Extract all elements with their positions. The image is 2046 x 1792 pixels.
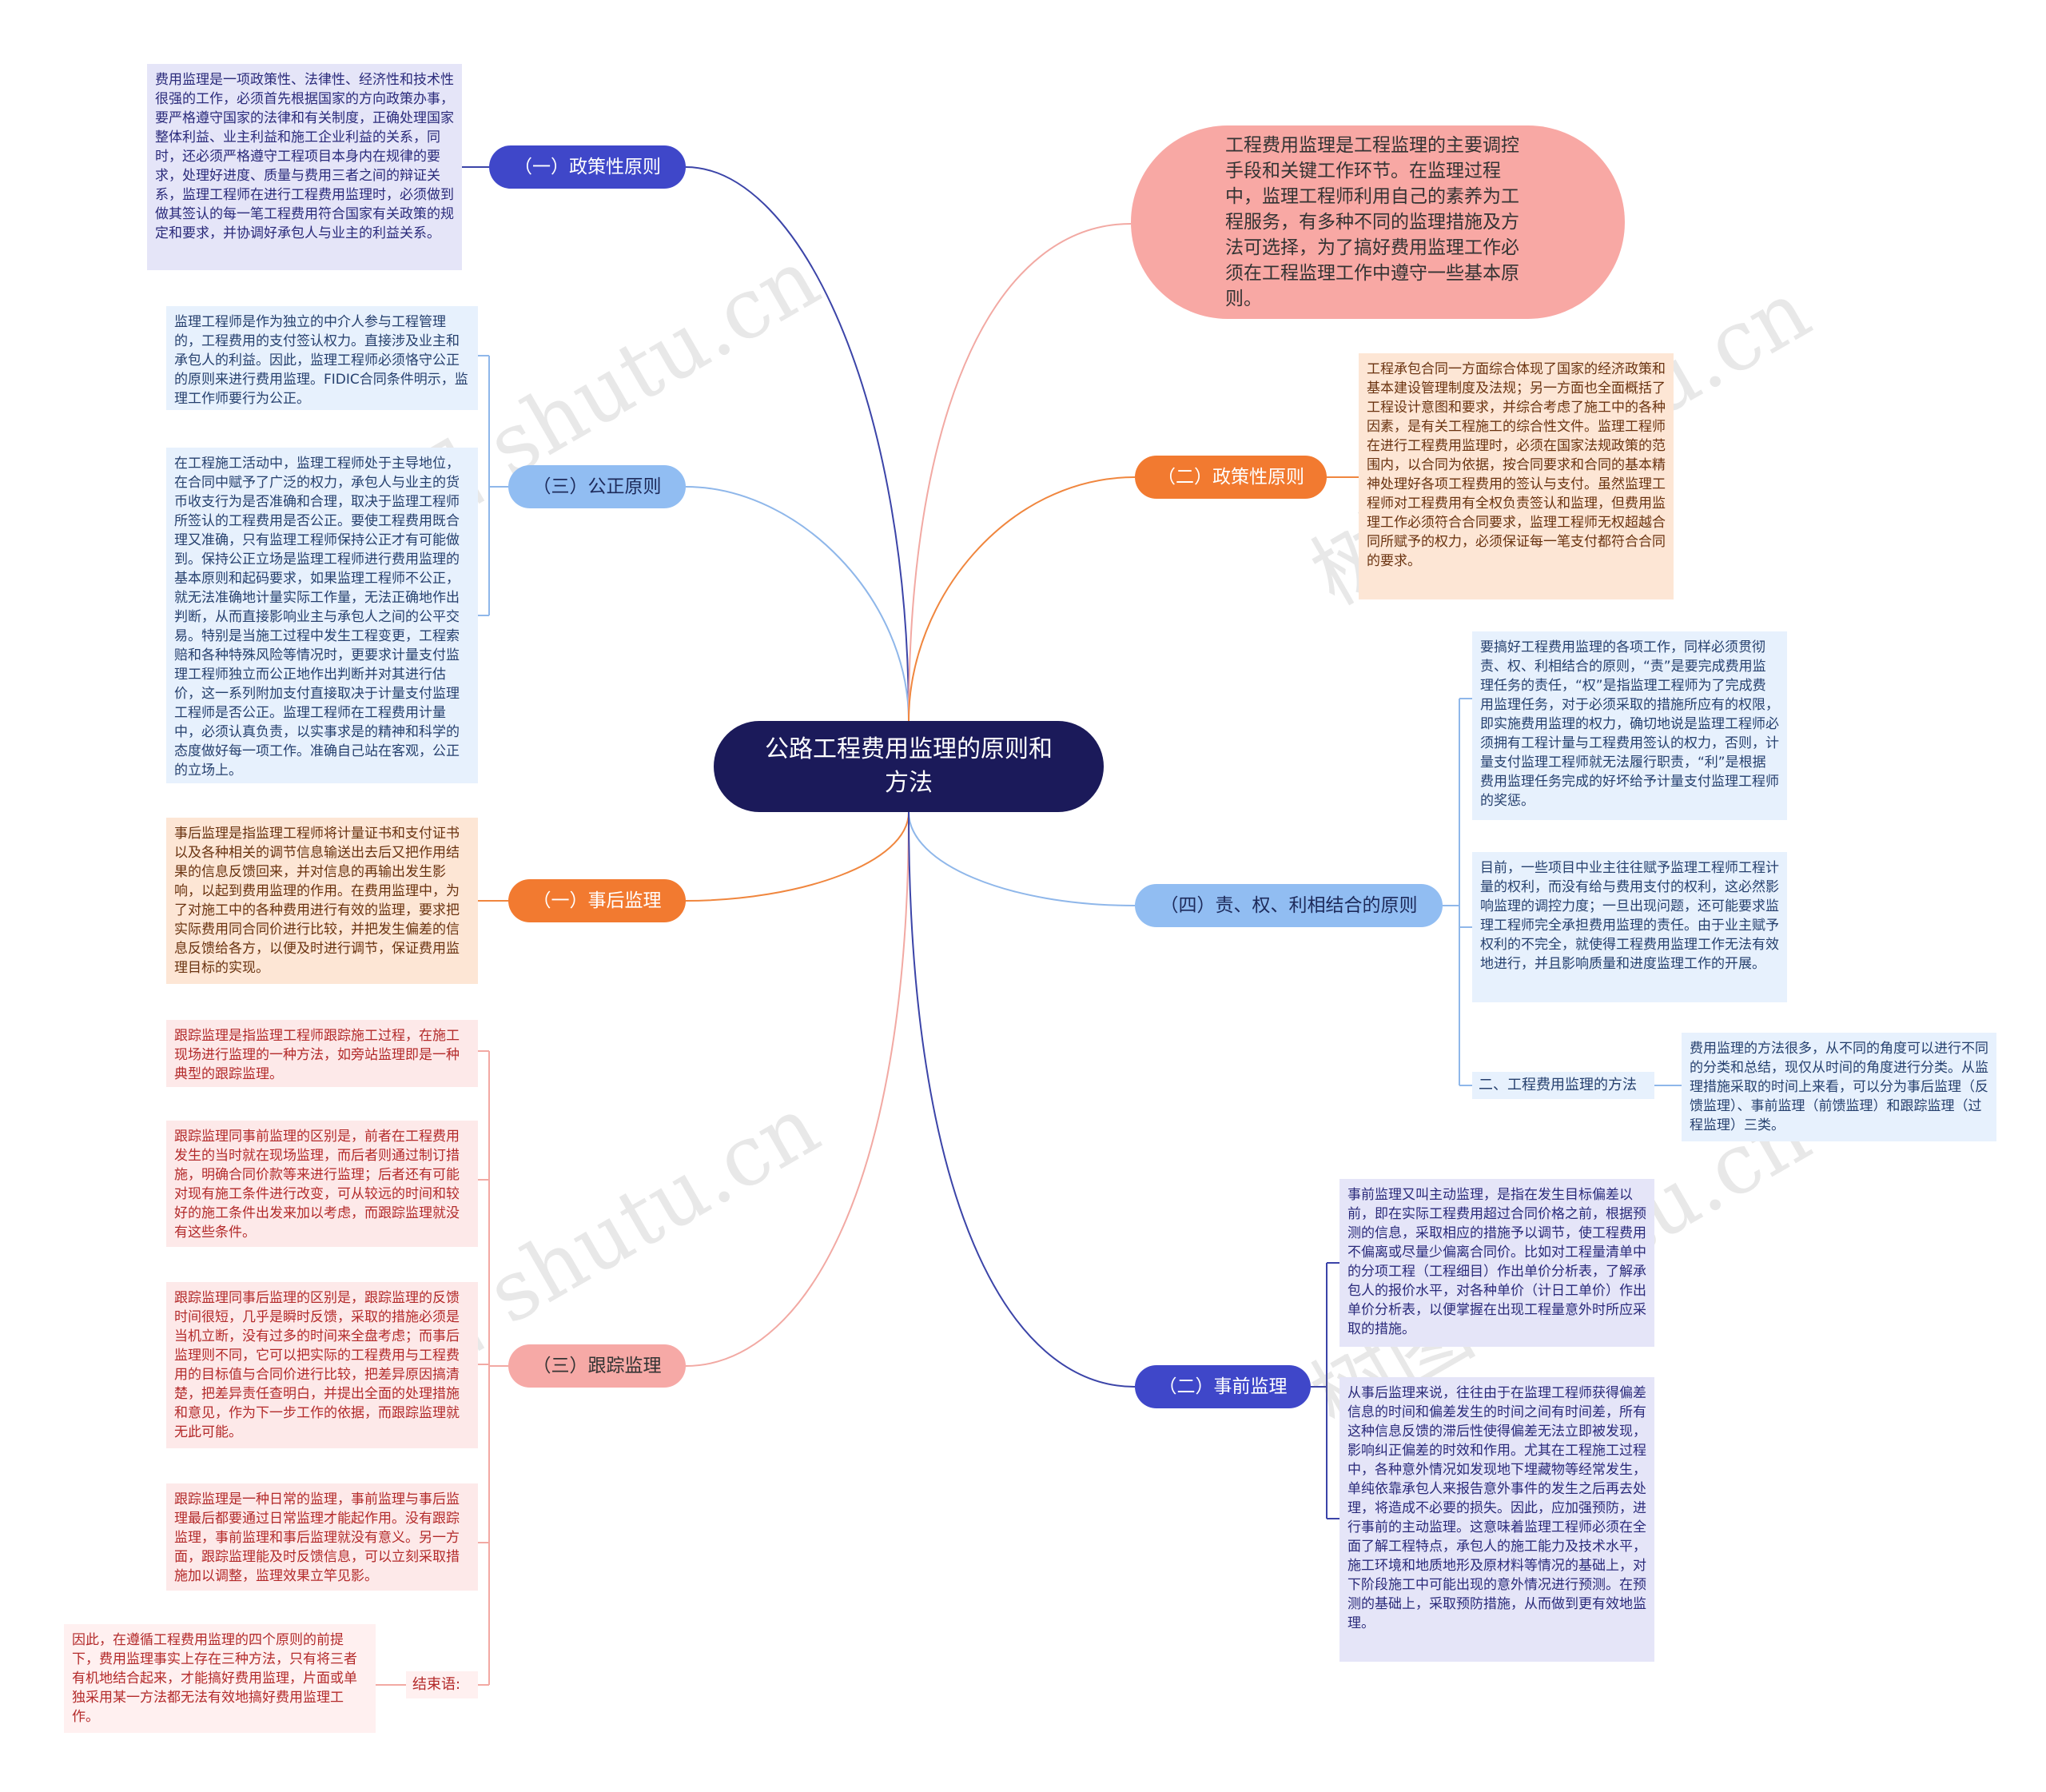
- link-fair-texts: [478, 355, 509, 616]
- central-topic-label: 公路工程费用监理的原则和方法: [765, 735, 1053, 797]
- central-topic[interactable]: 公路工程费用监理的原则和方法: [714, 721, 1104, 812]
- link-rights: [908, 811, 1136, 906]
- conclusion-text: 因此，在遵循工程费用监理的四个原则的前提下，费用监理事实上存在三种方法，只有将三…: [64, 1624, 376, 1733]
- method-text: 费用监理的方法很多，从不同的角度可以进行不同的分类和总结，现仅从时间的角度进行分…: [1682, 1033, 1996, 1141]
- link-policy2: [908, 476, 1136, 722]
- link-before: [908, 811, 1136, 1388]
- after-supervision-text: 事后监理是指监理工程师将计量证书和支付证书以及各种相关的调节信息输送出去后又把作…: [166, 818, 478, 984]
- intro-text: 工程费用监理是工程监理的主要调控手段和关键工作环节。在监理过程中，监理工程师利用…: [1225, 135, 1519, 309]
- before-supervision-text-1: 事前监理又叫主动监理，是指在发生目标偏差以前，即在实际工程费用超过合同价格之前，…: [1339, 1179, 1654, 1347]
- branch-tracking-supervision[interactable]: （三）跟踪监理: [508, 1344, 686, 1388]
- link-fair: [685, 486, 910, 722]
- policy-principle-text: 费用监理是一项政策性、法律性、经济性和技术性很强的工作，必须首先根据国家的方向政…: [147, 64, 462, 270]
- tracking-text-1: 跟踪监理是指监理工程师跟踪施工过程，在施工现场进行监理的一种方法，如旁站监理即是…: [166, 1020, 478, 1087]
- intro-bubble[interactable]: 工程费用监理是工程监理的主要调控手段和关键工作环节。在监理过程中，监理工程师利用…: [1131, 125, 1625, 319]
- branch-after-supervision[interactable]: （一）事后监理: [508, 879, 686, 922]
- branch-policy-principle-2[interactable]: （二）政策性原则: [1135, 456, 1327, 499]
- conclusion-label[interactable]: 结束语:: [406, 1671, 478, 1698]
- link-policy: [685, 166, 910, 722]
- before-supervision-text-2: 从事后监理来说，往往由于在监理工程师获得偏差信息的时间和偏差发生的时间之间有时间…: [1339, 1377, 1654, 1662]
- branch-policy-principle[interactable]: （一）政策性原则: [489, 145, 686, 189]
- rights-text-1: 要搞好工程费用监理的各项工作，同样必须贯彻责、权、利相结合的原则，“责”是要完成…: [1472, 631, 1787, 820]
- link-intro: [908, 223, 1132, 722]
- tracking-text-2: 跟踪监理同事前监理的区别是，前者在工程费用发生的当时就在现场监理，而后者则通过制…: [166, 1121, 478, 1247]
- fairness-text-2: 在工程施工活动中，监理工程师处于主导地位，在合同中赋予了广泛的权力，承包人与业主…: [166, 448, 478, 783]
- link-track: [685, 811, 910, 1367]
- branch-rights-principle[interactable]: （四）责、权、利相结合的原则: [1135, 884, 1443, 927]
- branch-fairness-principle[interactable]: （三）公正原则: [508, 465, 686, 508]
- method-label[interactable]: 二、工程费用监理的方法: [1472, 1072, 1654, 1099]
- link-track-texts: [478, 1050, 508, 1686]
- link-after: [685, 811, 910, 902]
- rights-text-2: 目前，一些项目中业主往往赋予监理工程师工程计量的权利，而没有给与费用支付的权利，…: [1472, 852, 1787, 1002]
- branch-before-supervision[interactable]: （二）事前监理: [1135, 1365, 1311, 1408]
- tracking-text-3: 跟踪监理同事后监理的区别是，跟踪监理的反馈时间很短，几乎是瞬时反馈，采取的措施必…: [166, 1282, 478, 1448]
- fairness-text-1: 监理工程师是作为独立的中介人参与工程管理的，工程费用的支付签认权力。直接涉及业主…: [166, 306, 478, 410]
- link-before-texts: [1311, 1262, 1339, 1519]
- tracking-text-4: 跟踪监理是一种日常的监理，事前监理与事后监理最后都要通过日常监理才能起作用。没有…: [166, 1483, 478, 1591]
- policy-principle-2-text: 工程承包合同一方面综合体现了国家的经济政策和基本建设管理制度及法规；另一方面也全…: [1359, 353, 1674, 599]
- link-rights-texts: [1443, 698, 1472, 1086]
